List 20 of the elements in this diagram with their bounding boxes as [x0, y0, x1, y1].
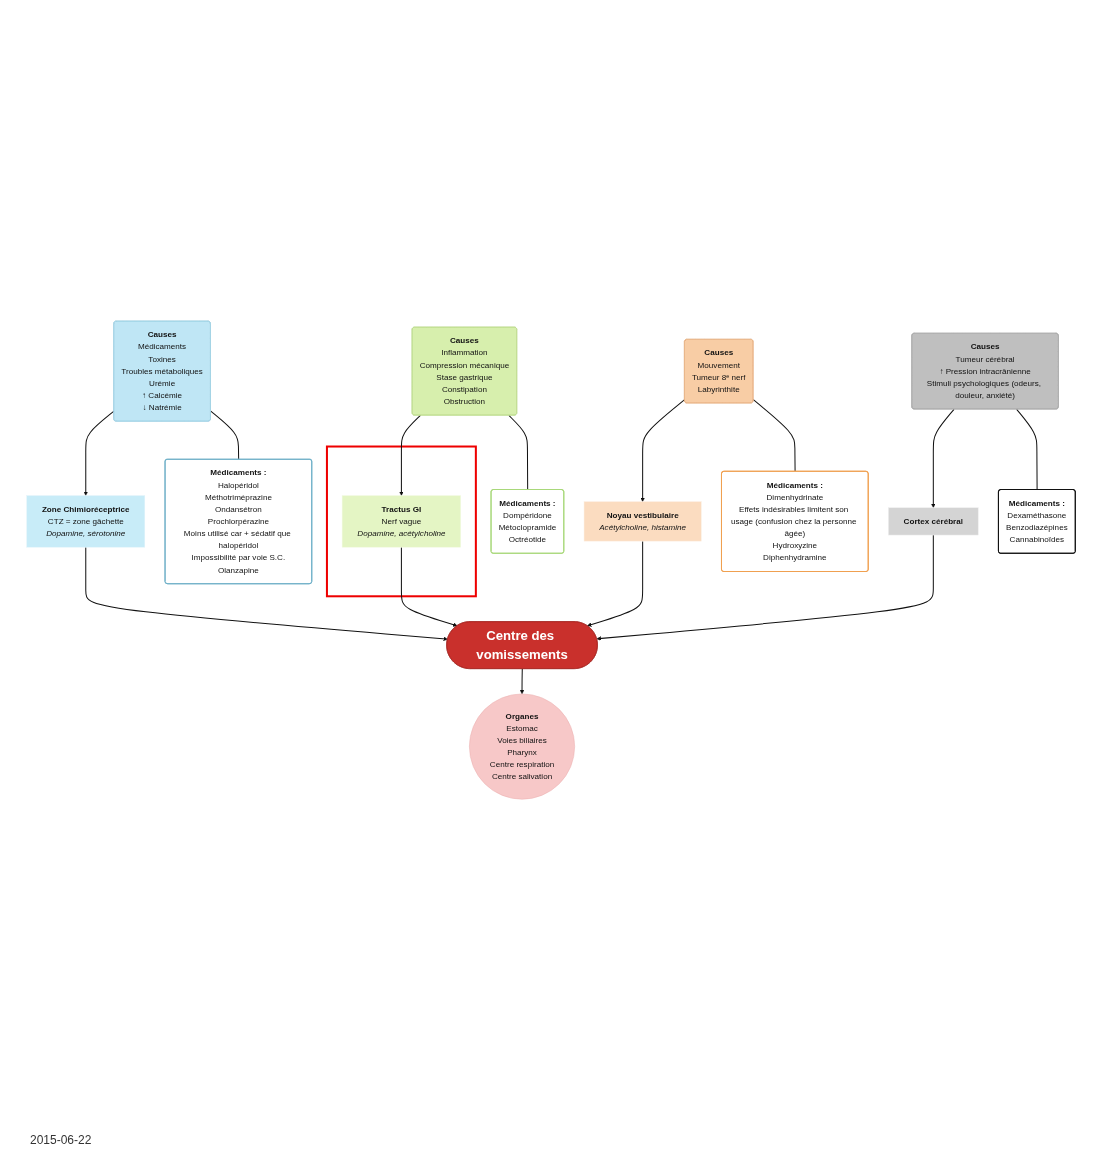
node-box: Tractus GI Nerf vague Dopamine, acétylcholine	[341, 494, 461, 548]
cluster	[325, 445, 477, 597]
connector	[507, 414, 528, 490]
node-box: Zone Chimioréceptrice CTZ = zone gâchette Dopamine, sérotonine	[25, 494, 145, 548]
node-box: Cortex cérébral	[887, 507, 978, 535]
connector	[1015, 408, 1038, 490]
arrow	[400, 546, 457, 627]
arrow	[398, 414, 421, 496]
arrow	[84, 546, 448, 641]
date-note: 2015-06-22	[30, 1133, 92, 1147]
arrow	[639, 398, 685, 502]
arrow	[519, 668, 524, 694]
node-box: Noyau vestibulaire Acétylcholine, histamine	[583, 501, 701, 541]
arrow	[83, 410, 114, 496]
arrow	[596, 534, 934, 641]
node-circle: Organes Estomac Voies biliaires Pharynx Centre respiration Centre salivation	[468, 693, 575, 800]
arrow	[586, 540, 643, 627]
connector	[752, 398, 796, 472]
arrow	[930, 408, 955, 508]
connector	[209, 410, 239, 460]
